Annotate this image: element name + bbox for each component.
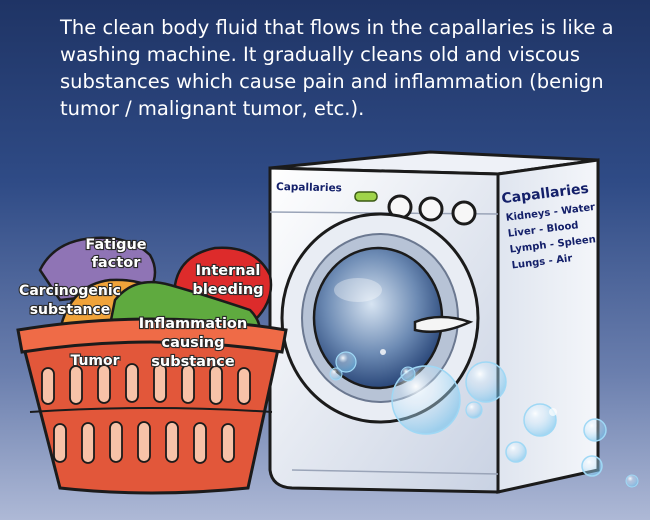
label-inflammation-substance: causing xyxy=(161,335,224,351)
headline-text: The clean body fluid that flows in the c… xyxy=(60,16,614,120)
washing-machine-illustration: Capallaries Capallaries Kidneys - Water … xyxy=(268,150,600,494)
label-carcinogenic-substance: Carcinogenic xyxy=(19,283,121,299)
soap-bubbles xyxy=(329,349,639,488)
label-internal-bleeding: bleeding xyxy=(192,282,263,298)
door-handle xyxy=(413,315,474,333)
soap-bubble-icon xyxy=(391,365,461,435)
soap-bubble-icon xyxy=(465,361,507,403)
soap-bubble-icon xyxy=(523,403,557,437)
knob-icon xyxy=(418,196,444,222)
knob-icon xyxy=(451,200,477,226)
soap-bubble-icon xyxy=(335,351,357,373)
panel-label: Capallaries xyxy=(276,181,342,194)
soap-bubble-icon xyxy=(329,367,343,381)
label-carcinogenic-substance: substance xyxy=(30,302,111,318)
soap-bubble-icon xyxy=(380,349,386,355)
soap-bubble-icon xyxy=(549,408,557,416)
soap-bubble-icon xyxy=(581,455,603,477)
label-fatigue-factor: Fatigue xyxy=(85,237,146,253)
label-inflammation-substance: substance xyxy=(151,354,235,370)
laundry-basket-illustration: Fatigue factor Internal bleeding Carcino… xyxy=(16,236,288,495)
label-internal-bleeding: Internal xyxy=(196,263,261,279)
soap-bubble-icon xyxy=(505,441,527,463)
soap-bubble-icon xyxy=(625,474,639,488)
soap-bubble-icon xyxy=(583,418,607,442)
soap-bubble-icon xyxy=(400,366,416,382)
power-indicator-light xyxy=(354,191,378,202)
label-tumor: Tumor xyxy=(70,353,119,369)
soap-bubble-icon xyxy=(465,401,483,419)
label-inflammation-substance: Inflammation xyxy=(139,316,247,332)
label-fatigue-factor: factor xyxy=(92,255,142,271)
